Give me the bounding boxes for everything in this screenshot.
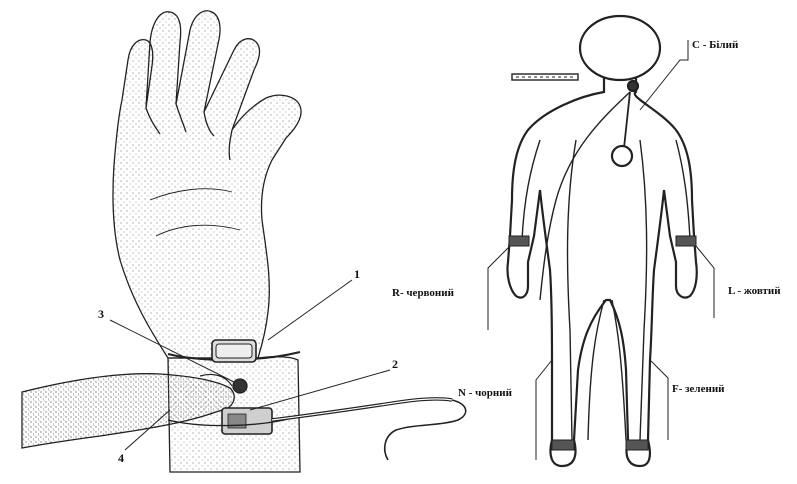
callout-4: 4 [118,452,124,464]
chest-electrode [612,146,632,166]
head-outline [580,16,660,80]
shoulder-cable [512,74,578,80]
hand-outline [113,11,301,358]
label-electrode-c: C - Білий [692,40,738,51]
label-electrode-f: F- зелений [672,384,725,395]
label-electrode-l: L - жовтий [728,286,781,297]
callout-1: 1 [354,268,360,280]
clamp-left-leg [626,440,648,450]
callout-2: 2 [392,358,398,370]
label-electrode-r: R- червоний [392,288,454,299]
label-electrode-n: N - чорний [458,388,512,399]
clamp-right-arm [509,236,529,246]
hand-illustration [22,11,466,472]
clamp-right-leg [552,440,574,450]
clamp-left-arm [676,236,696,246]
contact-button [233,379,247,393]
callout-3: 3 [98,308,104,320]
body-illustration [488,16,714,466]
